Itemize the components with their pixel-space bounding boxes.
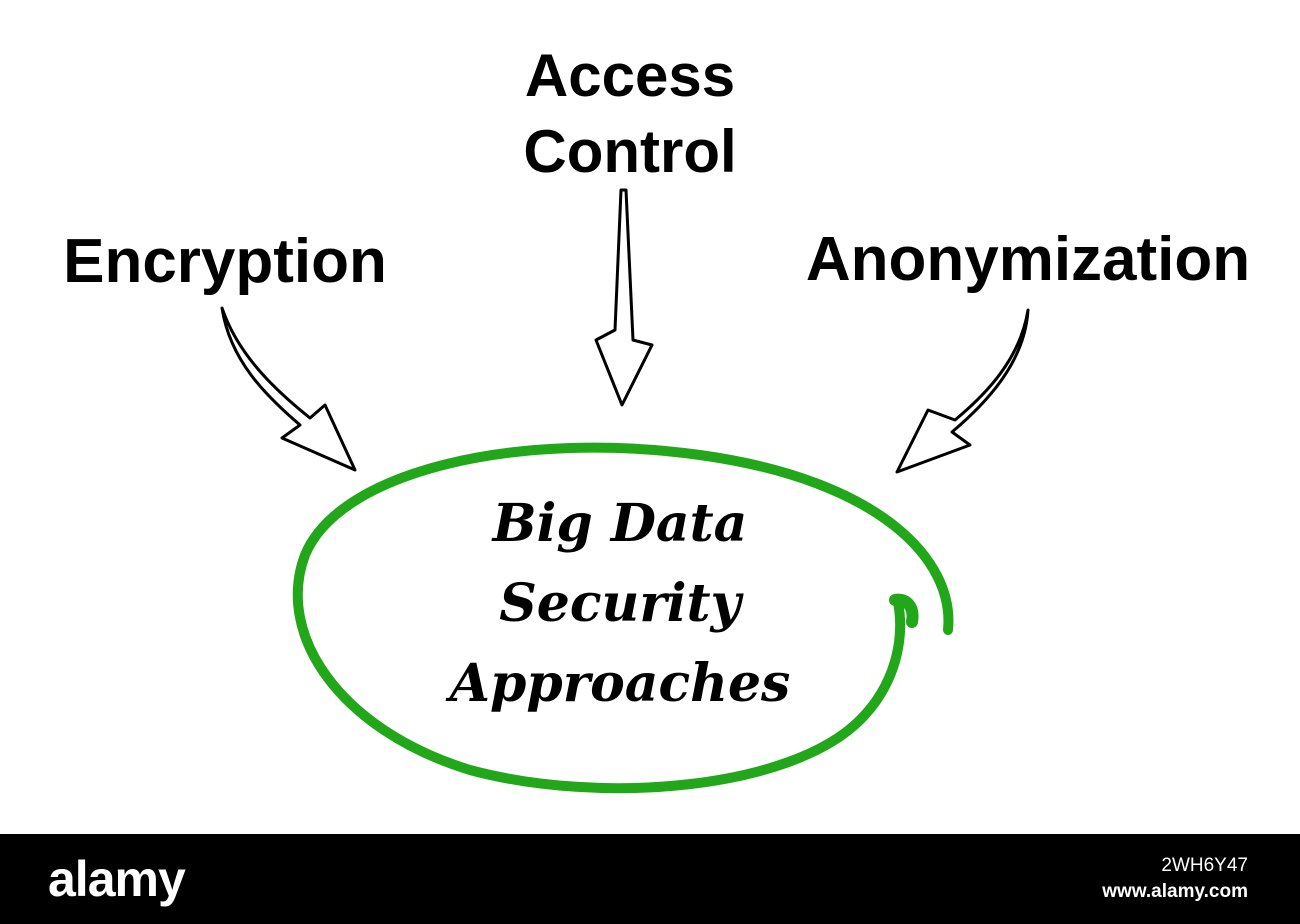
center-title-line-2: Security [499, 573, 741, 634]
watermark-url: www.alamy.com [1102, 881, 1248, 902]
node-encryption: Encryption [63, 227, 387, 296]
arrow-encryption [220, 306, 357, 472]
arrow-access-control [594, 188, 654, 407]
center-title-line-3: Approaches [449, 653, 791, 714]
arrow-anonymization [895, 308, 1030, 474]
center-title: Big Data Security Approaches [370, 484, 870, 724]
watermark-logo: alamy [48, 851, 186, 907]
center-ellipse-tail [889, 593, 919, 628]
watermark-footer: alamy 2WH6Y47 www.alamy.com [0, 834, 1300, 924]
node-access-control-line-2: Control [523, 118, 737, 185]
node-access-control-line-1: Access [524, 42, 736, 109]
watermark-image-id: 2WH6Y47 [1161, 855, 1248, 876]
node-anonymization: Anonymization [805, 225, 1251, 294]
center-title-line-1: Big Data [492, 493, 748, 554]
diagram-graphics [220, 188, 1030, 794]
node-access-control: Access Control [470, 38, 790, 190]
center-ellipse [292, 442, 954, 794]
